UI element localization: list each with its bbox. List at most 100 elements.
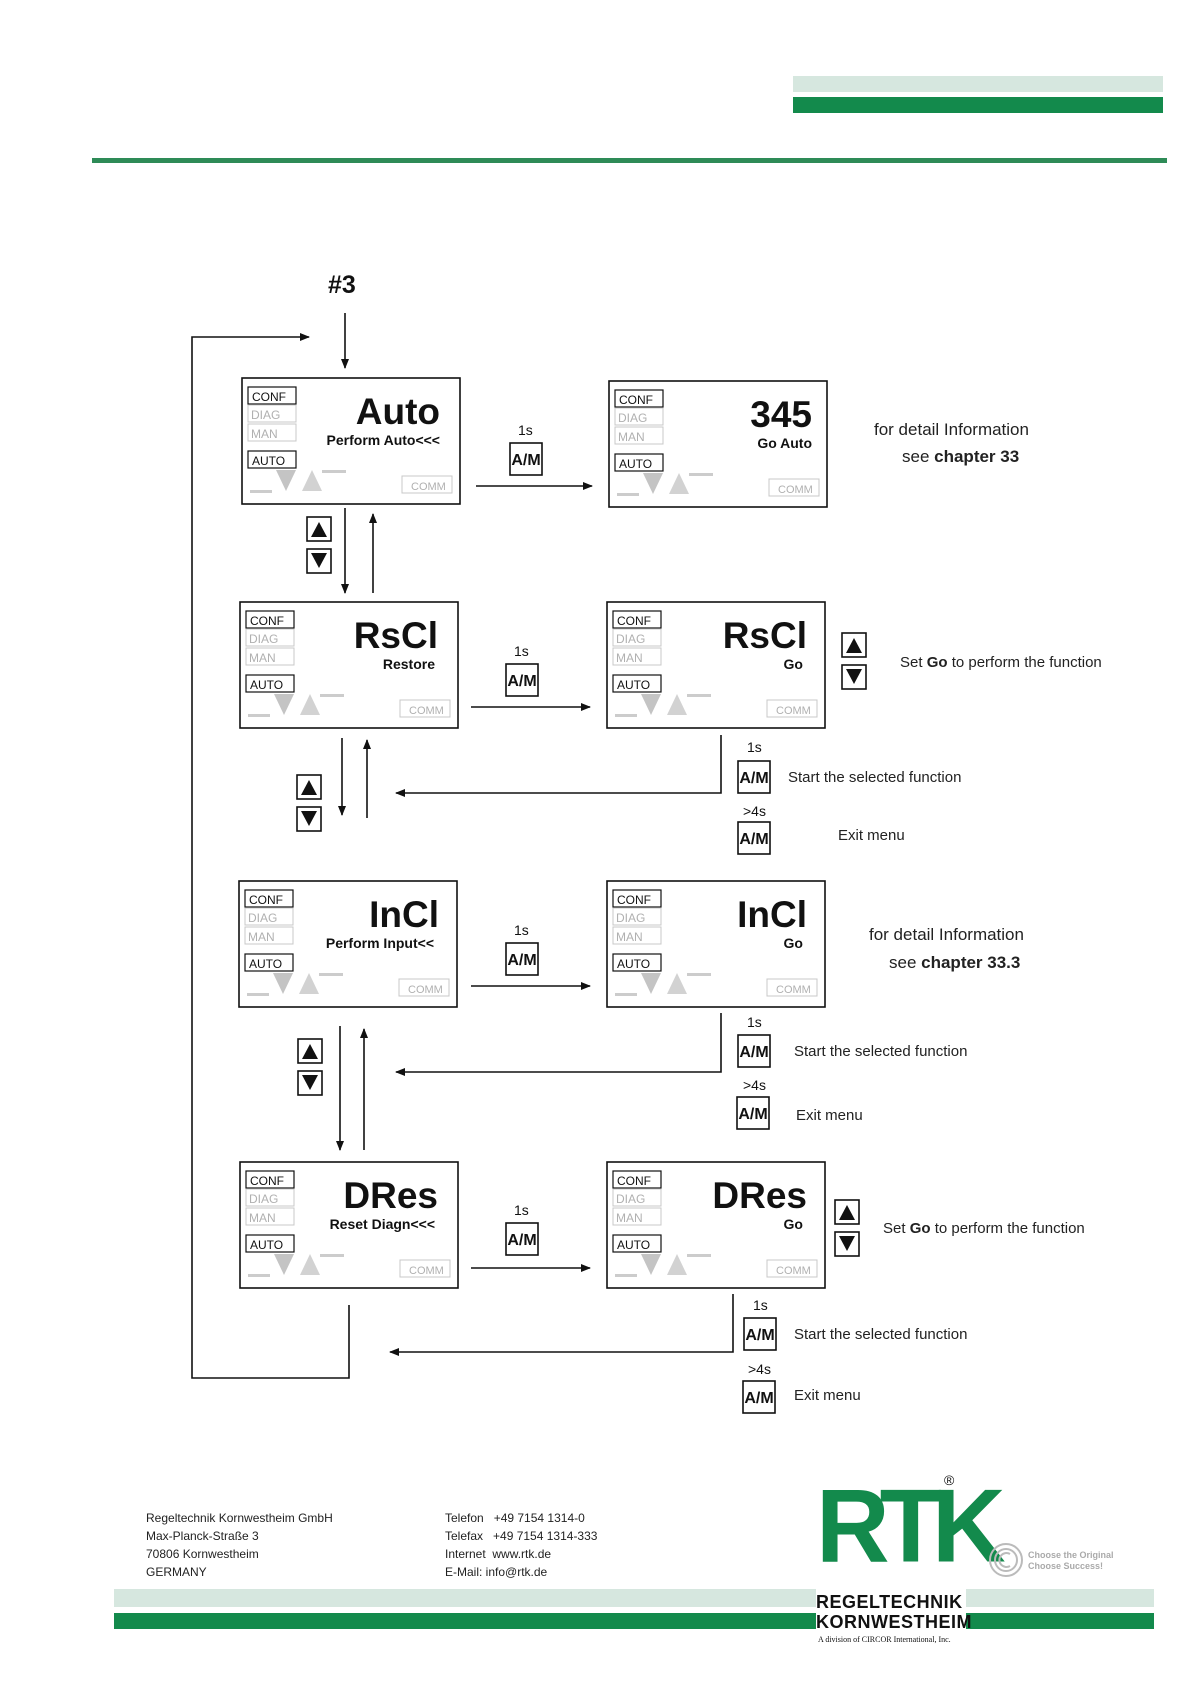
display-main: DRes (343, 1175, 438, 1216)
svg-text:MAN: MAN (618, 430, 645, 444)
svg-text:1s: 1s (514, 922, 529, 938)
svg-text:AUTO: AUTO (617, 957, 650, 971)
svg-text:MAN: MAN (616, 930, 643, 944)
svg-text:A/M: A/M (507, 1232, 536, 1249)
svg-text:MAN: MAN (249, 651, 276, 665)
svg-text:A/M: A/M (739, 831, 768, 848)
am-key: A/M (505, 663, 539, 697)
footer-fax: Telefax +49 7154 1314-333 (445, 1529, 598, 1543)
logo-wordmark: RTK (816, 1467, 1006, 1585)
display-sub: Perform Input<< (326, 935, 434, 951)
display-r3-right: CONF DIAG MAN AUTO COMM InCl Go (606, 880, 826, 1008)
svg-text:>4s: >4s (743, 1077, 766, 1093)
note-r3-line2: see chapter 33.3 (889, 953, 1020, 972)
am-key: A/M (737, 1034, 771, 1068)
display-sub: Go Auto (757, 435, 812, 451)
svg-text:MAN: MAN (616, 651, 643, 665)
note-start: Start the selected function (788, 769, 961, 786)
display-r1-left: CONF DIAG MAN AUTO COMM Auto Perform Aut… (241, 377, 461, 505)
svg-text:1s: 1s (514, 1202, 529, 1218)
svg-text:DIAG: DIAG (616, 632, 645, 646)
svg-text:COMM: COMM (411, 481, 446, 493)
display-main: InCl (737, 894, 807, 935)
note-r2: Set Go to perform the function (900, 654, 1102, 671)
svg-text:CONF: CONF (249, 893, 283, 907)
svg-text:AUTO: AUTO (619, 457, 652, 471)
logo-registered: ® (944, 1472, 955, 1488)
menu-flow-diagram: #3 CONF DIAG MAN AUTO COMM Auto Perform … (191, 271, 1102, 1414)
svg-text:1s: 1s (747, 1014, 762, 1030)
rtk-logo: RTK ® REGELTECHNIK KORNWESTHEIM A divisi… (816, 1467, 1006, 1652)
am-key: A/M (505, 942, 539, 976)
updown-keys (834, 1199, 860, 1257)
svg-text:1s: 1s (518, 422, 533, 438)
display-r2-left: CONF DIAG MAN AUTO COMM RsCl Restore (239, 601, 459, 729)
svg-text:DIAG: DIAG (618, 411, 647, 425)
footer-country: GERMANY (146, 1565, 207, 1579)
svg-text:COMM: COMM (776, 1265, 811, 1277)
svg-text:DIAG: DIAG (616, 911, 645, 925)
slogan-line2: Choose Success! (1028, 1561, 1104, 1571)
display-sub: Perform Auto<<< (327, 432, 440, 448)
brand-division: A division of CIRCOR International, Inc. (818, 1635, 951, 1644)
svg-text:1s: 1s (747, 739, 762, 755)
svg-text:DIAG: DIAG (251, 408, 280, 422)
updown-keys (296, 774, 322, 832)
footer-web: Internet www.rtk.de (445, 1547, 552, 1561)
svg-text:A/M: A/M (511, 452, 540, 469)
display-main: DRes (712, 1175, 807, 1216)
note-start: Start the selected function (794, 1043, 967, 1060)
updown-keys (841, 632, 867, 690)
svg-text:DIAG: DIAG (616, 1192, 645, 1206)
display-r4-left: CONF DIAG MAN AUTO COMM DRes Reset Diagn… (239, 1161, 459, 1289)
svg-text:CONF: CONF (619, 393, 653, 407)
svg-text:AUTO: AUTO (617, 678, 650, 692)
flow-marker: #3 (328, 271, 356, 299)
am-key: A/M (509, 442, 543, 476)
svg-text:A/M: A/M (507, 673, 536, 690)
display-sub: Go (784, 1216, 803, 1232)
svg-text:A/M: A/M (738, 1106, 767, 1123)
svg-text:DIAG: DIAG (249, 632, 278, 646)
footer-city: 70806 Kornwestheim (146, 1547, 259, 1561)
am-key: A/M (743, 1317, 777, 1351)
display-main: RsCl (723, 615, 807, 656)
circor-badge: Choose the Original Choose Success! (988, 1538, 1114, 1582)
note-exit: Exit menu (796, 1107, 863, 1124)
svg-text:MAN: MAN (616, 1211, 643, 1225)
display-main: InCl (369, 894, 439, 935)
svg-text:1s: 1s (514, 643, 529, 659)
svg-text:>4s: >4s (748, 1361, 771, 1377)
slogan-line1: Choose the Original (1028, 1550, 1114, 1560)
svg-text:AUTO: AUTO (250, 678, 283, 692)
note-exit: Exit menu (794, 1387, 861, 1404)
am-key: A/M (737, 821, 771, 855)
svg-text:AUTO: AUTO (252, 454, 285, 468)
svg-text:COMM: COMM (776, 984, 811, 996)
svg-text:CONF: CONF (617, 614, 651, 628)
note-r3-line1: for detail Information (869, 925, 1024, 944)
note-start: Start the selected function (794, 1326, 967, 1343)
am-key: A/M (505, 1222, 539, 1256)
svg-text:AUTO: AUTO (617, 1238, 650, 1252)
updown-keys (297, 1038, 323, 1096)
footer-band-light (114, 1589, 1154, 1607)
footer-contact: Telefon +49 7154 1314-0 Telefax +49 7154… (445, 1509, 597, 1581)
header-band-dark (793, 97, 1163, 113)
updown-keys (306, 516, 332, 574)
svg-text:COMM: COMM (409, 1265, 444, 1277)
footer-address: Regeltechnik Kornwestheim GmbH Max-Planc… (146, 1509, 333, 1581)
display-r1-right: CONF DIAG MAN AUTO COMM 345 Go Auto (608, 380, 828, 508)
display-sub: Restore (383, 656, 435, 672)
note-exit: Exit menu (838, 827, 905, 844)
svg-text:A/M: A/M (739, 770, 768, 787)
display-r4-right: CONF DIAG MAN AUTO COMM DRes Go (606, 1161, 826, 1289)
footer-mail: E-Mail: info@rtk.de (445, 1565, 548, 1579)
svg-text:CONF: CONF (617, 893, 651, 907)
svg-text:CONF: CONF (250, 614, 284, 628)
loop-back-arrow (191, 333, 350, 1379)
svg-text:A/M: A/M (744, 1390, 773, 1407)
brand-line2: KORNWESTHEIM (816, 1612, 972, 1632)
svg-text:A/M: A/M (507, 952, 536, 969)
svg-text:CONF: CONF (252, 390, 286, 404)
